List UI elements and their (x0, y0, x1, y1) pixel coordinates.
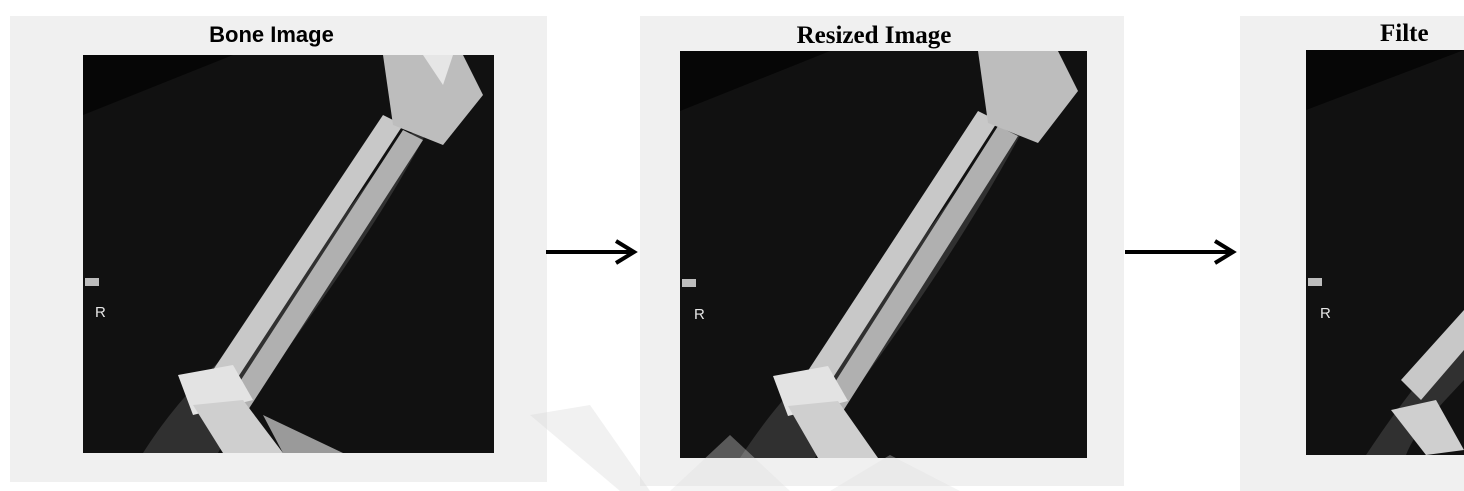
xray-graphic: R (83, 55, 494, 453)
xray-tag-icon (682, 279, 696, 287)
panel-title: Filte (1380, 20, 1429, 48)
xray-image: R (1306, 50, 1464, 455)
xray-tag-icon (85, 278, 99, 286)
panel-resized-image: Resized Image R (640, 16, 1124, 486)
xray-tag-icon (1308, 278, 1322, 286)
panel-bone-image: Bone Image R (10, 16, 547, 482)
right-arrow (546, 237, 641, 267)
xray-graphic: R (680, 51, 1087, 458)
xray-image: R (680, 51, 1087, 458)
panel-filtered-image: Filte R (1240, 16, 1464, 491)
panel-title: Resized Image (640, 22, 1124, 50)
xray-graphic: R (1306, 50, 1464, 455)
right-arrow (1125, 237, 1240, 267)
xray-marker-label: R (694, 306, 705, 323)
xray-marker-label: R (1320, 305, 1331, 322)
xray-image: R (83, 55, 494, 453)
xray-marker-label: R (95, 304, 106, 321)
panel-title: Bone Image (10, 22, 547, 48)
